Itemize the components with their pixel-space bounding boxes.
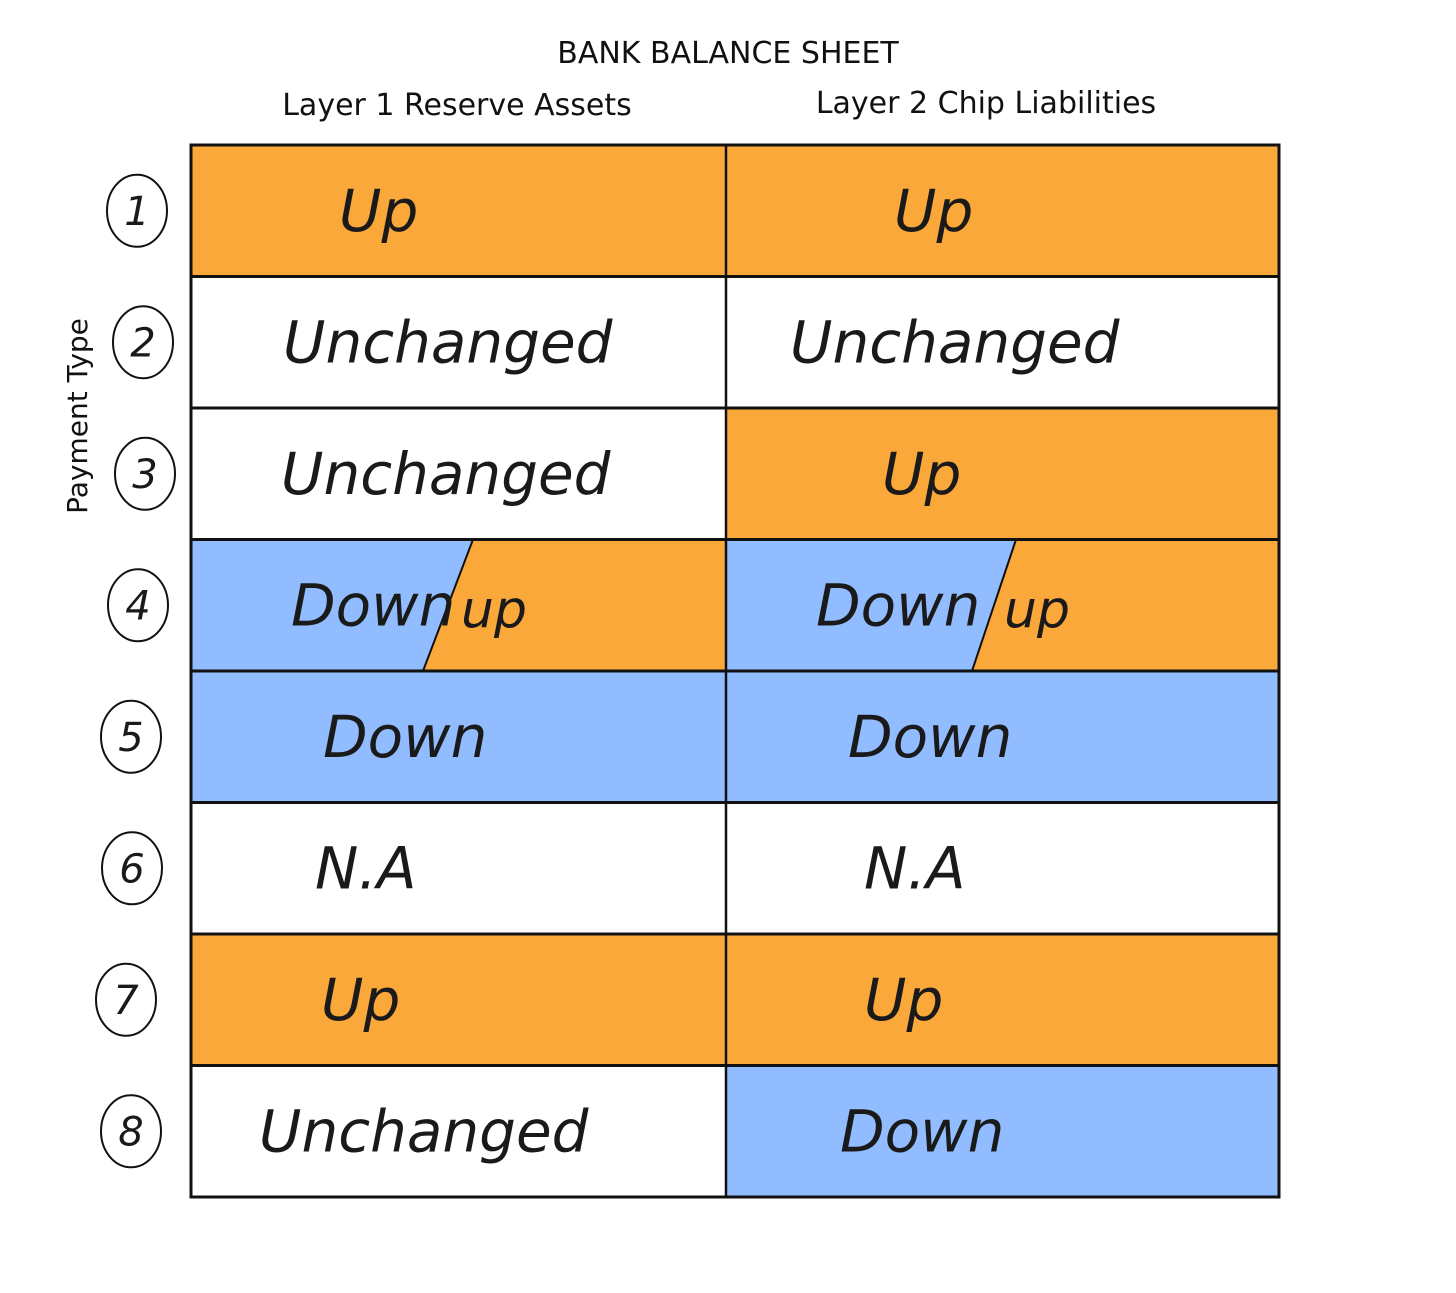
cell-left-4-label: Down [291, 571, 455, 639]
cell-right-4-divider [971, 539, 1017, 672]
cell-left-8 [191, 1065, 726, 1197]
cell-right-7 [726, 934, 1279, 1066]
cell-left-4-label-secondary: up [461, 580, 527, 640]
cell-right-4-label-secondary: up [1004, 580, 1070, 640]
cell-left-4-up-part [423, 539, 726, 671]
row-number-circle-5 [100, 699, 162, 774]
cell-right-1-label: Up [894, 177, 973, 245]
row-number-4: 4 [125, 583, 150, 629]
column-header-reserve-assets: Layer 1 Reserve Assets [282, 88, 632, 123]
cell-left-2 [191, 276, 726, 408]
row-number-circle-2 [112, 305, 174, 380]
row-number-7: 7 [113, 978, 139, 1024]
cell-right-8-label: Down [840, 1097, 1004, 1165]
cell-left-1 [191, 145, 726, 277]
cell-left-5 [191, 671, 726, 803]
row-number-6: 6 [119, 846, 144, 892]
row-number-circle-8 [100, 1094, 162, 1169]
cell-right-8 [726, 1065, 1279, 1197]
column-header-chip-liabilities: Layer 2 Chip Liabilities [815, 86, 1157, 121]
cell-right-3-label: Up [882, 440, 961, 508]
cell-right-6-label: N.A [864, 834, 966, 902]
cell-right-1 [726, 145, 1279, 277]
cell-left-5-label: Down [323, 703, 487, 771]
row-number-circle-1 [106, 173, 168, 248]
cell-right-2 [726, 276, 1279, 408]
row-number-circle-4 [107, 568, 169, 643]
row-number-3: 3 [132, 452, 157, 498]
row-number-5: 5 [118, 715, 143, 761]
cell-right-2-label: Unchanged [790, 308, 1121, 376]
cell-right-4-label: Down [816, 571, 980, 639]
row-number-circle-3 [114, 436, 176, 511]
cell-right-3 [726, 408, 1279, 540]
cell-left-3-label: Unchanged [281, 440, 612, 508]
cell-left-7-label: Up [321, 966, 400, 1034]
cell-left-6-label: N.A [315, 834, 417, 902]
cell-left-4-down-part [191, 539, 473, 671]
row-number-circle-7 [95, 962, 157, 1037]
cell-left-4-divider [422, 539, 474, 672]
cell-left-2-label: Unchanged [283, 308, 614, 376]
cell-right-5-label: Down [848, 703, 1012, 771]
row-number-8: 8 [118, 1109, 143, 1155]
cell-right-4-down-part [726, 539, 1016, 671]
cell-left-8-label: Unchanged [259, 1097, 590, 1165]
cell-right-7-label: Up [864, 966, 943, 1034]
cell-left-1-label: Up [339, 177, 418, 245]
cell-right-6 [726, 802, 1279, 934]
row-number-2: 2 [130, 320, 155, 366]
row-number-1: 1 [124, 189, 149, 235]
page-title: BANK BALANCE SHEET [557, 36, 899, 71]
cell-right-4-up-part [972, 539, 1279, 671]
cell-left-6 [191, 802, 726, 934]
cell-right-5 [726, 671, 1279, 803]
row-number-circle-6 [101, 831, 163, 906]
cell-left-3 [191, 408, 726, 540]
cell-left-7 [191, 934, 726, 1066]
